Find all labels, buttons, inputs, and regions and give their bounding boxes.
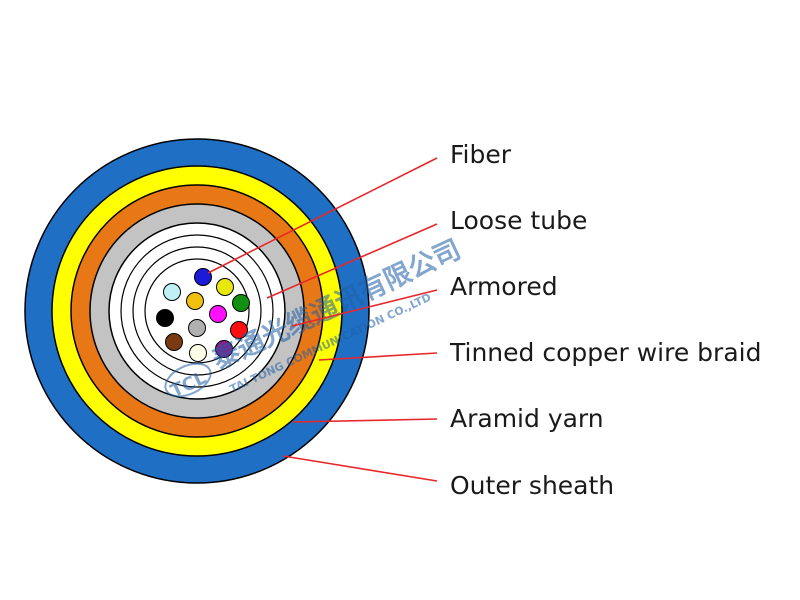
labels: Fiber Loose tube Armored Tinned copper w… [449,140,761,500]
label-loose-tube: Loose tube [450,206,587,235]
leader-line-armored [291,289,438,327]
label-armored: Armored [450,272,558,301]
leader-line-loose-tube [266,223,438,299]
loose-tube-ring-2 [120,234,274,388]
fiber-9 [230,321,248,339]
leader-line-aramid-yarn [292,418,438,423]
fiber-7 [188,319,206,337]
fiber-8 [209,305,227,323]
fiber-3 [186,292,204,310]
leader-line-tinned-braid [318,352,438,361]
fiber-11 [189,344,207,362]
fiber-12 [215,340,233,358]
leader-line-outer-sheath [282,455,438,482]
leader-line-fiber [207,157,438,274]
fiber-1 [194,268,212,286]
loose-tube-ring-3 [132,246,262,376]
fiber-bundle [156,268,250,362]
label-tinned-braid: Tinned copper wire braid [449,338,761,367]
fiber-5 [232,294,250,312]
label-outer-sheath: Outer sheath [450,471,614,500]
fiber-2 [163,283,181,301]
label-fiber: Fiber [450,140,512,169]
leader-lines [207,157,438,482]
fiber-6 [156,309,174,327]
fiber-10 [165,333,183,351]
cable-cross-section [24,138,370,484]
fiber-4 [216,278,234,296]
label-aramid-yarn: Aramid yarn [450,404,604,433]
